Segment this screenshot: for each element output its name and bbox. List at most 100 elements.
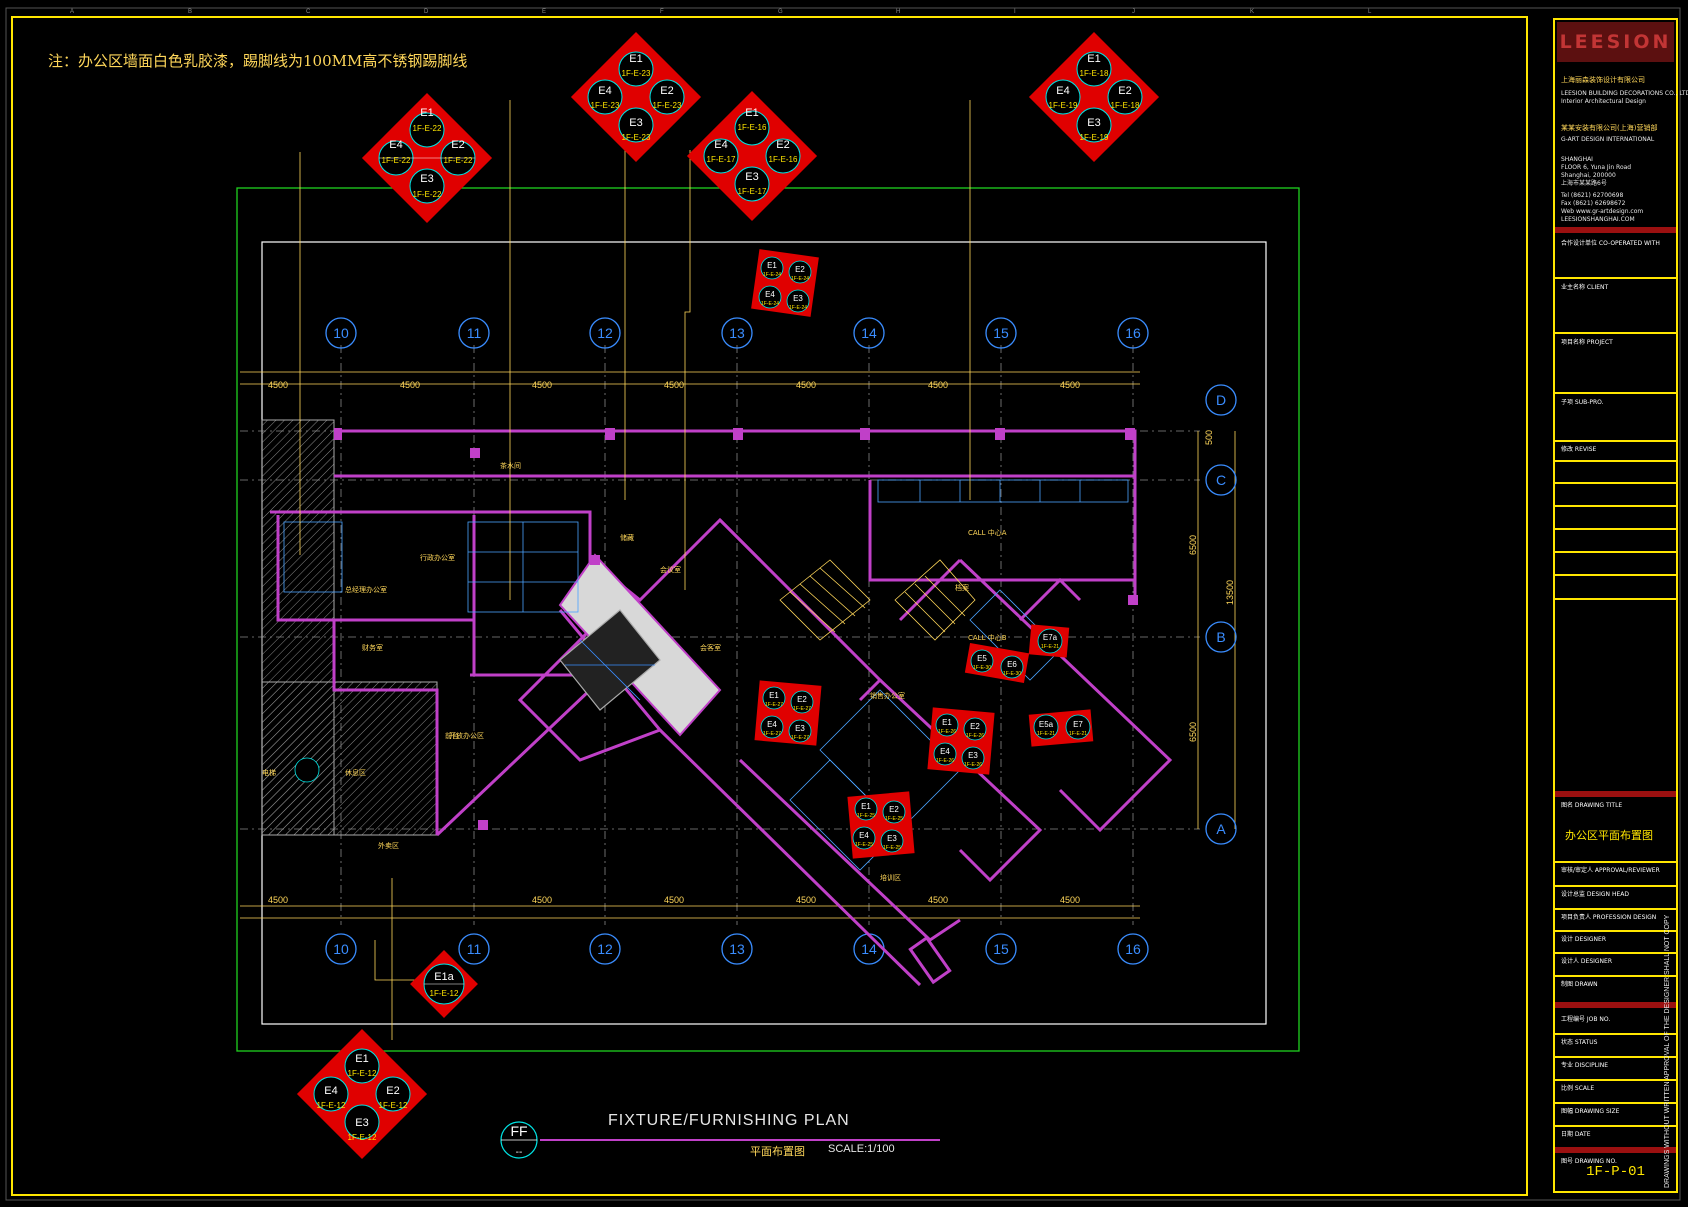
label-project: 项目名称 PROJECT — [1561, 339, 1613, 346]
drawing-note: 注：办公区墙面白色乳胶漆，踢脚线为100MM高不锈钢踢脚线 — [48, 52, 468, 70]
tag12-e4: E4 — [324, 1085, 337, 1097]
grid-label-15-top: 15 — [993, 325, 1009, 341]
svg-text:J: J — [1132, 9, 1135, 15]
plan-scale: SCALE:1/100 — [828, 1143, 895, 1155]
svg-text:G: G — [778, 9, 783, 15]
room-label-training: 培训区 — [880, 873, 901, 882]
red-divider-4 — [1555, 1147, 1676, 1153]
tag1a-r: 1F-E-12 — [430, 989, 459, 998]
tag22-e3: E3 — [420, 173, 433, 185]
dim-top-3: 4500 — [532, 380, 552, 390]
room-label-meeting: 会议室 — [660, 565, 681, 574]
tag26-r3: 1F-E-26 — [964, 762, 982, 768]
tag12-r3: 1F-E-12 — [348, 1133, 377, 1142]
label-drawn: 制图 DRAWN — [1561, 981, 1598, 988]
room-label-archive: 档案 — [955, 583, 969, 592]
tag18-e4: E4 — [1056, 85, 1069, 97]
label-design-head: 设计总监 DESIGN HEAD — [1561, 891, 1629, 898]
company-name-cn: 上海丽森装饰设计有限公司 — [1561, 76, 1645, 84]
svg-text:F: F — [660, 9, 664, 15]
tag5a-e2: E7 — [1073, 720, 1083, 729]
grid-label-14-top: 14 — [861, 325, 877, 341]
grid-label-13-top: 13 — [729, 325, 745, 341]
tag16-r2: 1F-E-16 — [769, 155, 798, 164]
tag27-r1: 1F-E-27 — [765, 702, 783, 708]
tag27-r3: 1F-E-27 — [791, 735, 809, 741]
tag26-r2: 1F-E-26 — [966, 733, 984, 739]
elevation-tag-12[interactable] — [296, 1028, 428, 1160]
elevation-tag-18[interactable] — [1028, 31, 1160, 163]
tag26-e4: E4 — [940, 747, 950, 756]
room-label-call-a: CALL 中心A — [968, 528, 1007, 537]
tag26-e2: E2 — [970, 722, 980, 731]
label-date: 日期 DATE — [1561, 1131, 1591, 1138]
tag26-r1: 1F-E-26 — [938, 729, 956, 735]
office-addr3: 上海市某某路6号 — [1561, 180, 1607, 187]
red-divider-2 — [1555, 791, 1676, 797]
ff-tag-bottom: -- — [516, 1147, 523, 1158]
tag23-r4: 1F-E-23 — [591, 101, 620, 110]
tag16-r1: 1F-E-16 — [738, 123, 767, 132]
tag1a-e: E1a — [434, 971, 454, 983]
tag23-r3: 1F-E-23 — [622, 133, 651, 142]
tag18-r2: 1F-E-18 — [1111, 101, 1140, 110]
svg-text:B: B — [188, 9, 192, 15]
company-name-en: LEESION BUILDING DECORATIONS CO., LTD — [1561, 90, 1688, 97]
label-designer2: 设计人 DESIGNER — [1561, 958, 1612, 965]
tag12-e2: E2 — [386, 1085, 399, 1097]
tag16-e4: E4 — [714, 139, 727, 151]
tag16-e1: E1 — [745, 107, 758, 119]
grid-label-11-bot: 11 — [467, 941, 482, 957]
tag12-r1: 1F-E-12 — [348, 1069, 377, 1078]
dim-bot-5: 4500 — [928, 895, 948, 905]
label-approval: 审核/审定人 APPROVAL/REVIEWER — [1561, 867, 1660, 874]
tag12-r4: 1F-E-12 — [317, 1101, 346, 1110]
tag26-e1: E1 — [942, 718, 952, 727]
tag22-e1: E1 — [420, 107, 433, 119]
tag24-e3: E3 — [793, 294, 803, 303]
label-profession: 项目负责人 PROFESSION DESIGN — [1561, 914, 1657, 921]
dim-bot-3: 4500 — [664, 895, 684, 905]
client-name-cn: 某某安装有限公司(上海)营销部 — [1561, 124, 1658, 132]
tag22-r3: 1F-E-22 — [413, 190, 442, 199]
tag7a-e: E7a — [1043, 633, 1058, 642]
tag24-r1: 1F-E-24 — [763, 272, 781, 278]
svg-text:D: D — [424, 9, 429, 15]
label-drawing-size: 图幅 DRAWING SIZE — [1561, 1108, 1620, 1115]
tag16-e2: E2 — [776, 139, 789, 151]
drawing-title: 办公区平面布置图 — [1565, 829, 1653, 842]
grid-label-12-bot: 12 — [597, 941, 613, 957]
label-discipline: 专业 DISCIPLINE — [1561, 1062, 1609, 1069]
grid-label-A: A — [1216, 821, 1226, 837]
tag25-e1: E1 — [861, 802, 871, 811]
room-label-call-b: CALL 中心B — [968, 633, 1007, 642]
svg-text:E: E — [542, 9, 546, 15]
tag22-r1: 1F-E-22 — [413, 124, 442, 133]
tag12-r2: 1F-E-12 — [379, 1101, 408, 1110]
dim-bot-1: 4500 — [268, 895, 288, 905]
tag25-r2: 1F-E-25 — [885, 816, 903, 822]
tag5a-r2: 1F-E-21 — [1069, 731, 1087, 737]
tag18-r3: 1F-E-19 — [1080, 133, 1109, 142]
tag22-e4: E4 — [389, 139, 402, 151]
label-status: 状态 STATUS — [1561, 1039, 1598, 1046]
room-label-pantry: 茶水间 — [500, 461, 521, 470]
grid-label-12-top: 12 — [597, 325, 613, 341]
tag27-r4: 1F-E-27 — [763, 731, 781, 737]
client-name-en: G-ART DESIGN INTERNATIONAL — [1561, 136, 1655, 143]
grid-label-10-bot: 10 — [333, 941, 349, 957]
tag25-e4: E4 — [859, 831, 869, 840]
tag18-r4: 1F-E-19 — [1049, 101, 1078, 110]
tag24-r3: 1F-E-24 — [789, 305, 807, 311]
tag18-e1: E1 — [1087, 53, 1100, 65]
room-label-gm: 总经理办公室 — [345, 585, 387, 594]
red-divider-3 — [1555, 1002, 1676, 1008]
tag25-r1: 1F-E-25 — [857, 813, 875, 819]
room-label-takeout: 外卖区 — [378, 841, 399, 850]
tag23-e1: E1 — [629, 53, 642, 65]
office-fax: Fax (8621) 62698672 — [1561, 200, 1626, 207]
plan-subtitle: 平面布置图 — [750, 1146, 805, 1158]
company-name-en2: Interior Architectural Design — [1561, 98, 1646, 105]
tag22-r4: 1F-E-22 — [382, 156, 411, 165]
